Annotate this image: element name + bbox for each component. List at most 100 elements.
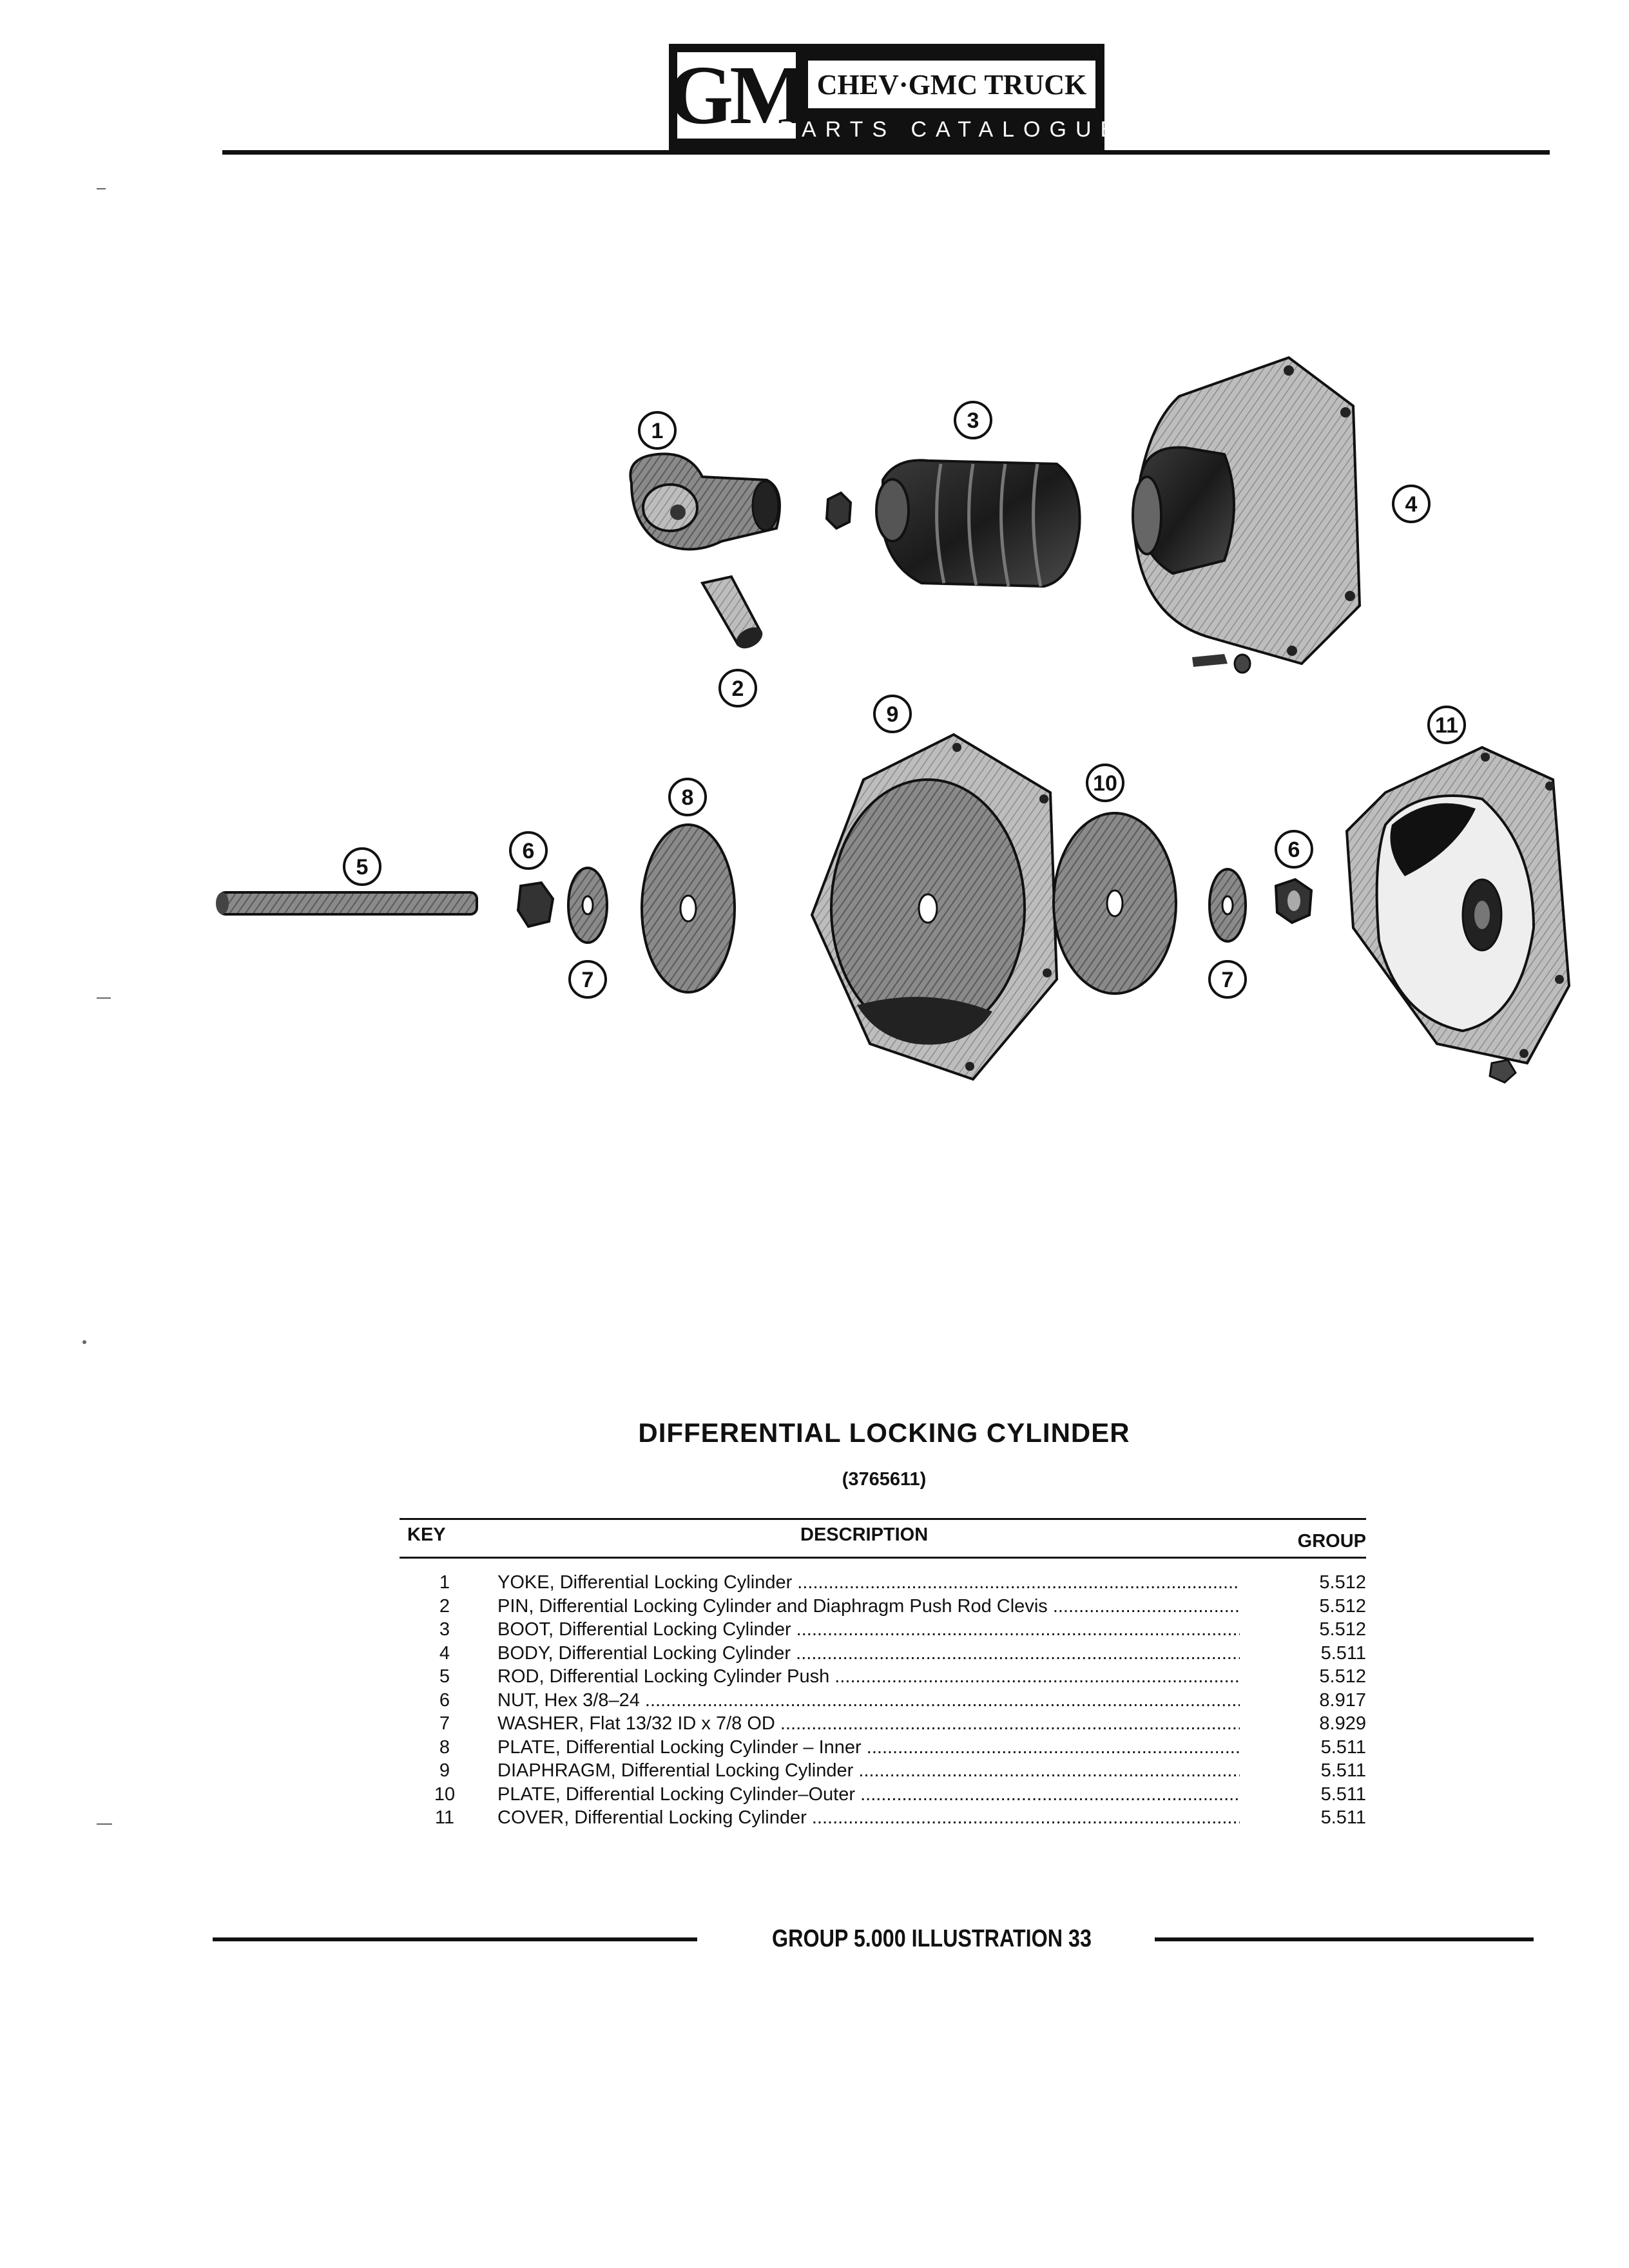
rod-part — [216, 891, 478, 916]
row-description-cell: YOKE, Differential Locking Cylinder ....… — [497, 1572, 1240, 1593]
row-description: PLATE, Differential Locking Cylinder–Out… — [497, 1783, 856, 1805]
callout-5: 5 — [343, 847, 381, 886]
table-row: 7 WASHER, Flat 13/32 ID x 7/8 OD ........… — [400, 1713, 1366, 1736]
nut-left-part — [516, 881, 555, 928]
svg-text:2: 2 — [732, 677, 744, 701]
callout-8: 8 — [668, 778, 707, 816]
row-description: NUT, Hex 3/8–24 — [497, 1689, 640, 1711]
outer-plate-part — [1052, 812, 1177, 995]
callout-6-left: 6 — [509, 831, 548, 870]
dot-leader: ........................................… — [860, 1783, 1240, 1805]
row-group: 8.917 — [1269, 1689, 1366, 1711]
nut-part — [825, 491, 853, 530]
table-row: 3 BOOT, Differential Locking Cylinder ...… — [400, 1619, 1366, 1642]
table-row: 4 BODY, Differential Locking Cylinder ...… — [400, 1642, 1366, 1666]
catalogue-title: CHEV·GMC TRUCK — [808, 61, 1095, 108]
row-description-cell: NUT, Hex 3/8–24 ........................… — [497, 1690, 1240, 1711]
callout-7-right: 7 — [1208, 960, 1247, 999]
row-key: 5 — [439, 1666, 450, 1687]
margin-speck — [97, 188, 106, 189]
pin-part — [700, 575, 763, 649]
callout-7-left: 7 — [568, 960, 607, 999]
footer-rule-left — [213, 1937, 697, 1941]
dot-leader: ........................................… — [797, 1572, 1240, 1593]
row-group: 5.511 — [1269, 1642, 1366, 1664]
row-group: 5.512 — [1269, 1595, 1366, 1617]
dot-leader: ........................................… — [780, 1713, 1240, 1734]
svg-text:6: 6 — [1288, 838, 1300, 862]
callout-4: 4 — [1392, 485, 1431, 523]
yoke-part — [629, 452, 781, 551]
row-key: 4 — [439, 1642, 450, 1664]
row-description-cell: BODY, Differential Locking Cylinder ....… — [497, 1643, 1240, 1664]
table-row: 2 PIN, Differential Locking Cylinder and … — [400, 1595, 1366, 1619]
svg-text:11: 11 — [1435, 713, 1458, 738]
body-part — [1132, 356, 1362, 674]
row-group: 5.512 — [1269, 1666, 1366, 1687]
catalogue-subtitle: PARTS CATALOGUE — [779, 117, 1124, 142]
header-rule — [222, 150, 1550, 155]
callout-3: 3 — [954, 401, 992, 439]
row-group: 5.511 — [1269, 1760, 1366, 1782]
row-description-cell: ROD, Differential Locking Cylinder Push … — [497, 1666, 1240, 1687]
dot-leader: ........................................… — [796, 1642, 1240, 1664]
row-group: 5.511 — [1269, 1807, 1366, 1829]
row-description: COVER, Differential Locking Cylinder — [497, 1807, 807, 1828]
callout-10: 10 — [1086, 764, 1124, 802]
svg-text:4: 4 — [1405, 492, 1418, 517]
row-description: DIAPHRAGM, Differential Locking Cylinder — [497, 1760, 854, 1781]
table-header-rule — [400, 1557, 1366, 1559]
table-row: 9 DIAPHRAGM, Differential Locking Cylinde… — [400, 1760, 1366, 1783]
svg-text:8: 8 — [682, 785, 694, 810]
row-group: 5.511 — [1269, 1736, 1366, 1758]
row-description-cell: WASHER, Flat 13/32 ID x 7/8 OD .........… — [497, 1713, 1240, 1735]
row-description: ROD, Differential Locking Cylinder Push — [497, 1666, 830, 1687]
table-row: 10 PLATE, Differential Locking Cylinder–O… — [400, 1783, 1366, 1807]
table-top-rule — [400, 1518, 1366, 1520]
row-description: WASHER, Flat 13/32 ID x 7/8 OD — [497, 1713, 775, 1734]
gm-logo: GM — [668, 49, 809, 142]
inner-plate-part — [641, 823, 736, 994]
row-key: 7 — [439, 1713, 450, 1734]
dot-leader: ........................................… — [858, 1760, 1240, 1781]
svg-text:9: 9 — [887, 702, 899, 727]
row-description-cell: PLATE, Differential Locking Cylinder–Out… — [497, 1784, 1240, 1805]
row-group: 5.512 — [1269, 1572, 1366, 1593]
dot-leader: ........................................… — [834, 1666, 1240, 1687]
row-description: PIN, Differential Locking Cylinder and D… — [497, 1595, 1048, 1617]
row-key: 1 — [439, 1572, 450, 1593]
svg-text:1: 1 — [651, 419, 664, 443]
svg-text:6: 6 — [523, 839, 535, 863]
column-header-description: DESCRIPTION — [800, 1524, 929, 1545]
row-description-cell: BOOT, Differential Locking Cylinder ....… — [497, 1619, 1240, 1640]
diaphragm-part — [810, 733, 1059, 1081]
row-key: 8 — [439, 1736, 450, 1758]
dot-leader: ........................................… — [644, 1689, 1240, 1711]
column-header-key: KEY — [407, 1524, 446, 1545]
svg-text:3: 3 — [967, 408, 979, 433]
row-key: 10 — [434, 1783, 456, 1805]
row-description-cell: COVER, Differential Locking Cylinder ...… — [497, 1807, 1240, 1829]
callout-11: 11 — [1427, 706, 1466, 744]
callout-6-right: 6 — [1275, 830, 1313, 869]
svg-text:10: 10 — [1093, 771, 1117, 796]
washer-left-part — [567, 867, 608, 944]
callout-1: 1 — [638, 411, 677, 450]
row-group: 5.511 — [1269, 1783, 1366, 1805]
row-group: 5.512 — [1269, 1619, 1366, 1640]
row-key: 3 — [439, 1619, 450, 1640]
row-description-cell: DIAPHRAGM, Differential Locking Cylinder… — [497, 1760, 1240, 1782]
row-key: 9 — [439, 1760, 450, 1781]
nut-right-part — [1274, 878, 1313, 925]
callout-2: 2 — [718, 669, 757, 707]
table-row: 5 ROD, Differential Locking Cylinder Push… — [400, 1666, 1366, 1689]
dot-leader: ........................................… — [866, 1736, 1240, 1758]
footer-rule-right — [1155, 1937, 1534, 1941]
row-key: 2 — [439, 1595, 450, 1617]
column-header-group: GROUP — [1297, 1531, 1366, 1552]
row-description: BODY, Differential Locking Cylinder — [497, 1642, 791, 1664]
row-description: YOKE, Differential Locking Cylinder — [497, 1572, 793, 1593]
dot-leader: ........................................… — [796, 1619, 1240, 1640]
